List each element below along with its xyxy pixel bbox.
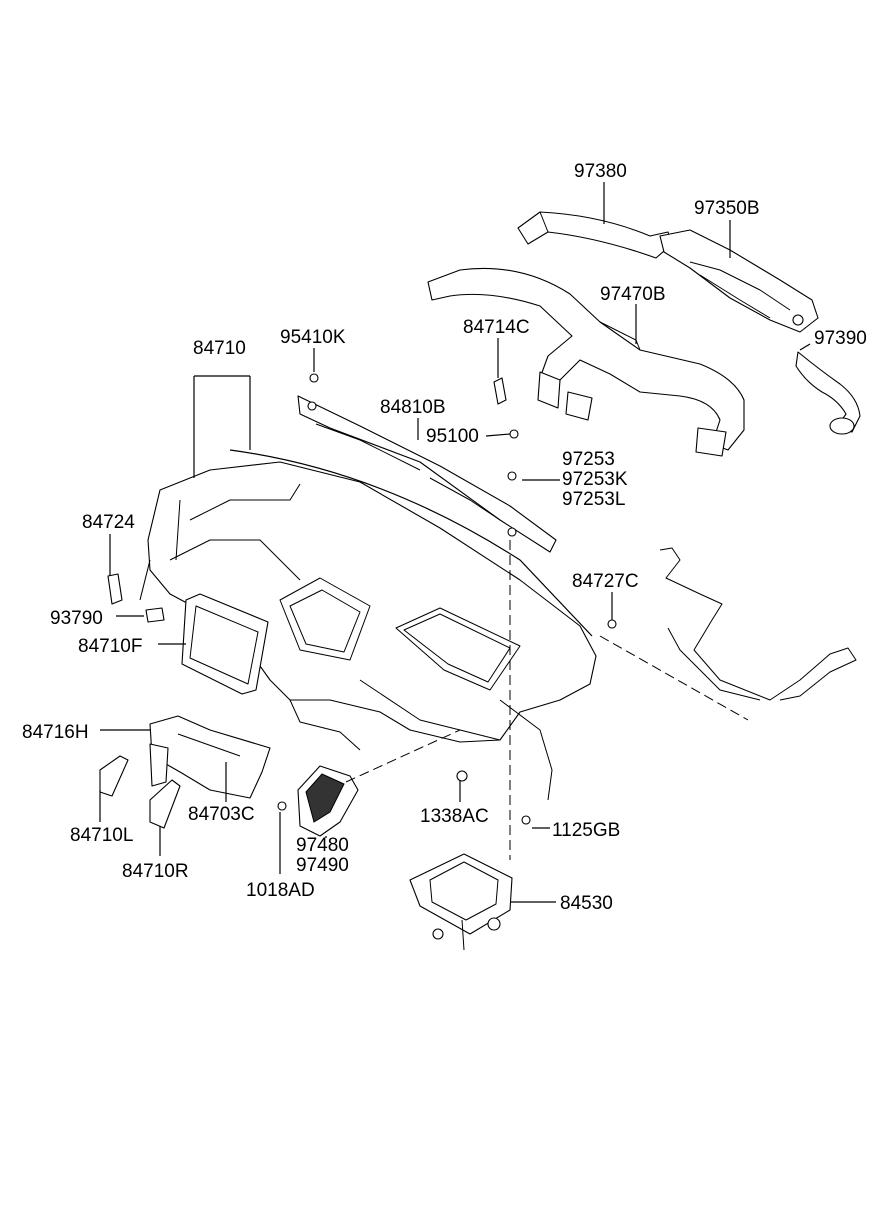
label-1018AD: 1018AD — [246, 880, 315, 901]
label-84710R: 84710R — [122, 861, 189, 882]
label-97253K: 97253K — [562, 469, 628, 490]
label-97490: 97490 — [296, 855, 349, 876]
label-84530: 84530 — [560, 893, 613, 914]
label-84724: 84724 — [82, 512, 135, 533]
label-97480: 97480 — [296, 835, 349, 856]
clip-84714C — [493, 377, 507, 405]
bracket-84724 — [107, 573, 123, 605]
label-84710F: 84710F — [78, 636, 142, 657]
display-84710F — [181, 593, 269, 695]
label-97470B: 97470B — [600, 284, 666, 305]
cover-84710R — [149, 779, 181, 829]
label-84710L: 84710L — [70, 825, 133, 846]
label-1125GB: 1125GB — [552, 820, 620, 841]
label-84714C: 84714C — [463, 317, 530, 338]
label-97390: 97390 — [814, 328, 867, 349]
label-95100: 95100 — [426, 426, 479, 447]
duct-97390 — [795, 351, 861, 435]
label-97253: 97253 — [562, 449, 615, 470]
label-95410K: 95410K — [280, 327, 346, 348]
label-97380: 97380 — [574, 161, 627, 182]
dashed-guides — [345, 540, 749, 860]
label-84710: 84710 — [193, 338, 246, 359]
label-84727C: 84727C — [572, 571, 639, 592]
vent-97480 — [297, 765, 359, 837]
bracket-84703C — [149, 743, 169, 787]
trim-84810B — [297, 395, 557, 553]
label-1338AC: 1338AC — [420, 806, 489, 827]
screw-1018AD — [277, 801, 287, 811]
label-97253L: 97253L — [562, 489, 625, 510]
clip-95100 — [509, 429, 519, 439]
label-84703C: 84703C — [188, 804, 255, 825]
cover-84710L — [99, 755, 129, 797]
label-97350B: 97350B — [694, 198, 760, 219]
label-93790: 93790 — [50, 608, 103, 629]
label-84716H: 84716H — [22, 722, 89, 743]
fastener-95410K — [309, 373, 319, 383]
nut-1338AC — [456, 770, 468, 782]
part-labels: 97380 97350B 97470B 97390 84714C 95410K … — [22, 161, 867, 914]
duct-97470B — [427, 267, 745, 457]
duct-97380 — [517, 211, 673, 259]
airbag-84530 — [409, 853, 513, 951]
harness-84727C — [607, 547, 857, 701]
clip-97253 — [507, 471, 517, 481]
connector-93790 — [145, 607, 165, 623]
label-84810B: 84810B — [380, 397, 446, 418]
leader-lines — [99, 182, 811, 903]
bolt-1125GB — [521, 815, 531, 825]
bracket-97350B — [659, 229, 819, 333]
